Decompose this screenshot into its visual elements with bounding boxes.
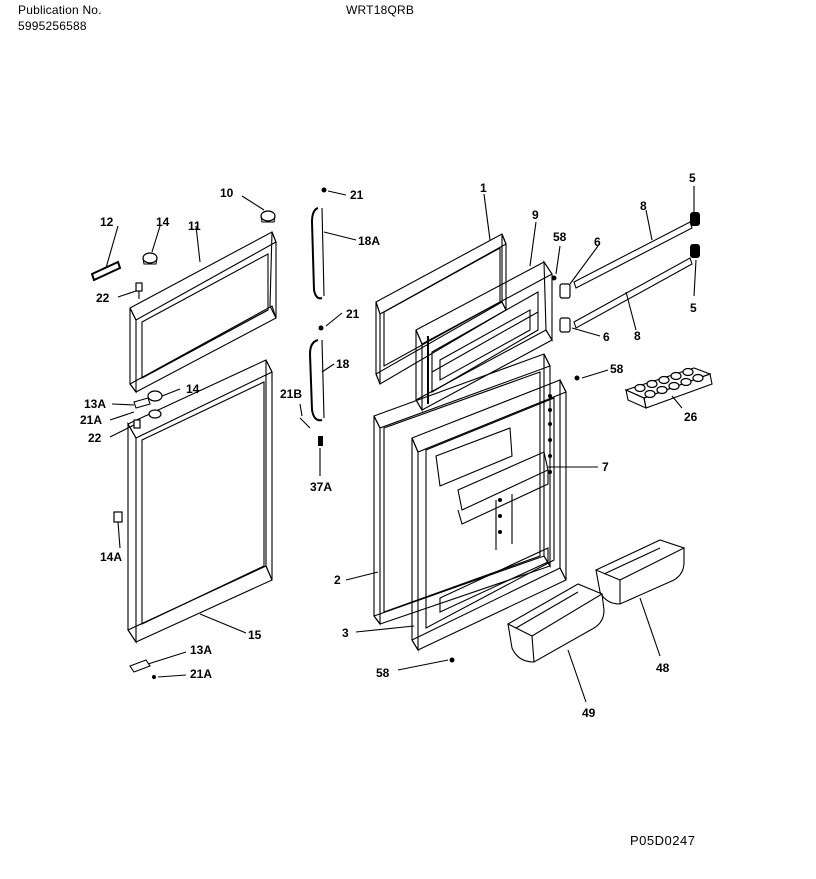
bracket-part-6-top bbox=[559, 283, 571, 299]
callout-12: 12 bbox=[100, 215, 114, 229]
screw-part-58-mid bbox=[574, 375, 580, 381]
callout-37a: 37A bbox=[310, 480, 332, 494]
end-cap-part-5-bot bbox=[690, 244, 700, 258]
callout-49: 49 bbox=[582, 706, 596, 720]
callout-13a-bot: 13A bbox=[190, 643, 212, 657]
callout-22-bot: 22 bbox=[88, 431, 102, 445]
callout-18: 18 bbox=[336, 357, 350, 371]
callout-14a: 14A bbox=[100, 550, 122, 564]
callout-18a: 18A bbox=[358, 234, 380, 248]
callout-15: 15 bbox=[248, 628, 262, 642]
callout-21b: 21B bbox=[280, 387, 302, 401]
callout-5-bot: 5 bbox=[690, 301, 697, 315]
hinge-cap-part-10 bbox=[260, 210, 276, 223]
publication-label: Publication No. bbox=[18, 3, 102, 17]
trim-strip-part-12 bbox=[90, 260, 122, 282]
callout-3: 3 bbox=[342, 626, 349, 640]
callout-48: 48 bbox=[656, 661, 670, 675]
hinge-part-13a-top bbox=[133, 397, 151, 409]
callout-6-top: 6 bbox=[594, 235, 601, 249]
freezer-door-frame-part-11 bbox=[129, 231, 277, 394]
door-bin-part-48 bbox=[594, 539, 686, 605]
callout-8-top: 8 bbox=[640, 199, 647, 213]
egg-tray-part-26 bbox=[624, 367, 713, 409]
fresh-food-gasket-part-2 bbox=[373, 353, 551, 626]
screw-part-58-top bbox=[551, 275, 557, 281]
callout-labels: 12 14 11 10 22 14 13A 21A 22 14A 15 13A … bbox=[80, 171, 698, 720]
callout-6-bot: 6 bbox=[603, 330, 610, 344]
callout-21-mid: 21 bbox=[346, 307, 360, 321]
publication-number: 5995256588 bbox=[18, 19, 87, 33]
plug-part-14a bbox=[113, 511, 123, 523]
callout-58-top: 58 bbox=[553, 230, 567, 244]
callout-21a-bot: 21A bbox=[190, 667, 212, 681]
callout-21a-top: 21A bbox=[80, 413, 102, 427]
callout-58-mid: 58 bbox=[610, 362, 624, 376]
callout-13a-top: 13A bbox=[84, 397, 106, 411]
callout-21-top: 21 bbox=[350, 188, 364, 202]
callout-9: 9 bbox=[532, 208, 539, 222]
door-bin-part-49 bbox=[506, 583, 605, 663]
hinge-part-13a-bot bbox=[129, 659, 151, 673]
callout-5-top: 5 bbox=[689, 171, 696, 185]
shelf-rail-part-8-bot bbox=[573, 257, 693, 329]
callout-10: 10 bbox=[220, 186, 234, 200]
diagram-code: P05D0247 bbox=[630, 833, 696, 848]
fresh-food-door-liner-part-3 bbox=[411, 379, 567, 652]
screw-part-58-bot bbox=[449, 657, 455, 663]
callout-11: 11 bbox=[188, 219, 201, 233]
screw-part-22-bot bbox=[133, 419, 141, 429]
leader-lines bbox=[105, 186, 697, 703]
callout-8-bot: 8 bbox=[634, 329, 641, 343]
callout-14-top: 14 bbox=[156, 215, 170, 229]
callout-7: 7 bbox=[602, 460, 609, 474]
callout-2: 2 bbox=[334, 573, 341, 587]
bracket-part-6-bot bbox=[559, 317, 571, 333]
fresh-food-handle-part-18 bbox=[299, 339, 325, 446]
hinge-cap-part-14-mid bbox=[147, 390, 163, 419]
screw-part-22-top bbox=[135, 282, 143, 299]
model-number: WRT18QRB bbox=[346, 3, 415, 17]
end-cap-part-5-top bbox=[690, 212, 700, 226]
fresh-food-door-frame-part-15 bbox=[127, 359, 273, 644]
callout-22-top: 22 bbox=[96, 291, 110, 305]
callout-58-bot: 58 bbox=[376, 666, 390, 680]
hinge-cap-part-14-top bbox=[142, 252, 158, 265]
shelf-rail-part-8-top bbox=[573, 221, 693, 289]
callout-1: 1 bbox=[480, 181, 487, 195]
screw-part-21a-bot bbox=[152, 675, 156, 679]
callout-26: 26 bbox=[684, 410, 698, 424]
callout-14-mid: 14 bbox=[186, 382, 200, 396]
freezer-handle-part-18a bbox=[310, 187, 327, 331]
freezer-door-liner-part-9 bbox=[415, 260, 553, 412]
